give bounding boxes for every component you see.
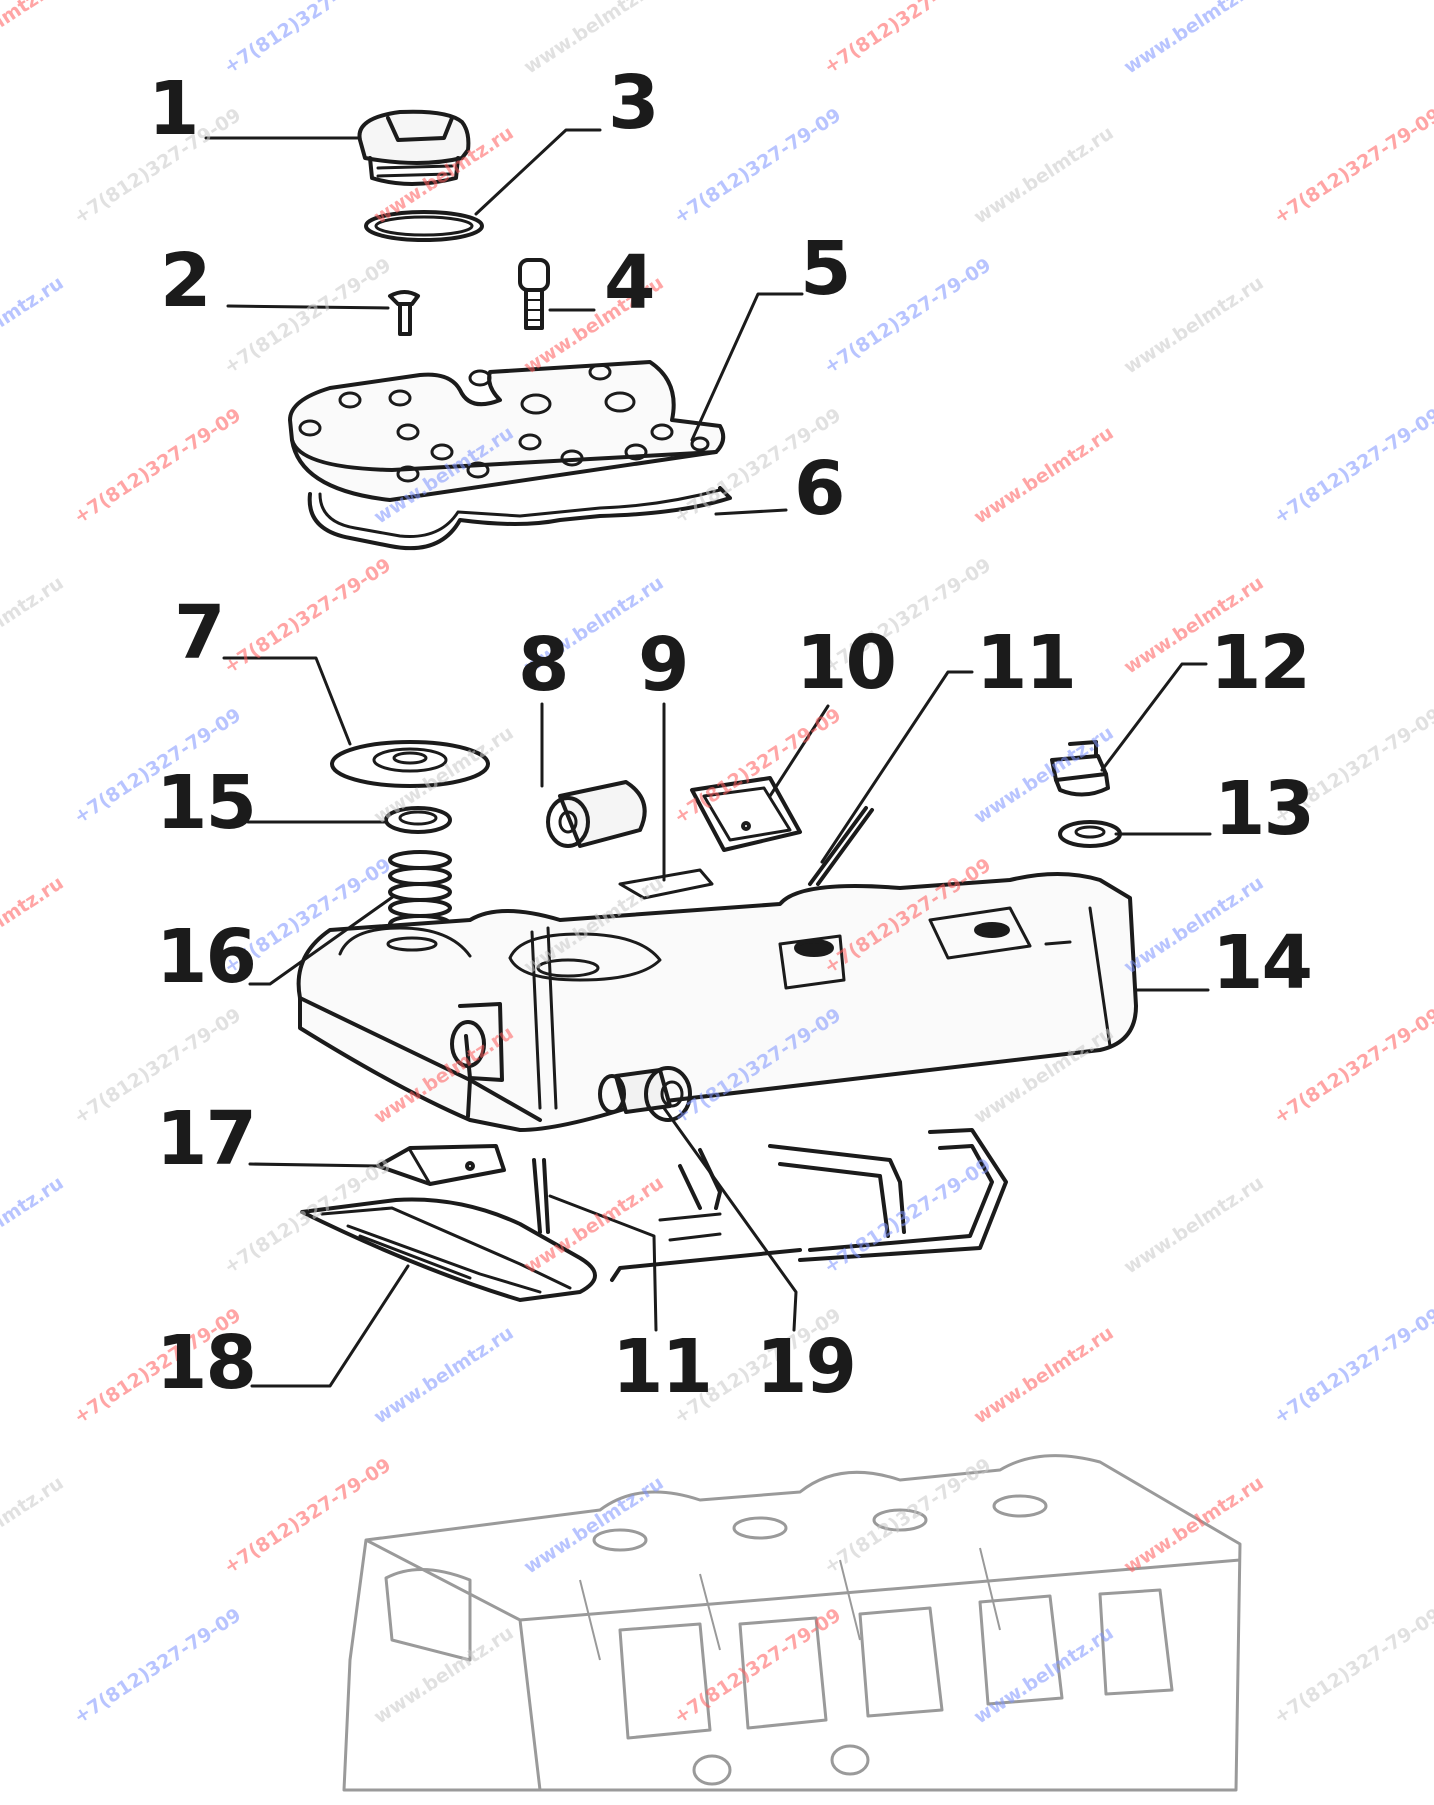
callout-10: 10 (796, 620, 897, 706)
part-11-pin-top (808, 806, 874, 886)
callout-3: 3 (608, 60, 659, 146)
callout-14: 14 (1212, 920, 1313, 1006)
part-7-diaphragm (330, 740, 490, 788)
callout-8: 8 (518, 622, 569, 708)
part-15-washer (384, 806, 452, 834)
callout-7: 7 (174, 590, 225, 676)
callout-2: 2 (160, 238, 211, 324)
leader-lines (204, 128, 1212, 1388)
callout-11-top: 11 (976, 620, 1077, 706)
cylinder-head-ghost (342, 1454, 1242, 1792)
callout-19: 19 (756, 1324, 857, 1410)
part-9-small-plate (618, 868, 714, 900)
part-17-wedge-plate (376, 1144, 506, 1186)
callout-9: 9 (638, 622, 689, 708)
part-6-gasket (307, 486, 732, 551)
part-8-bushing (546, 780, 647, 848)
lower-gasket-frame (610, 1128, 1008, 1282)
part-16-spring (388, 850, 452, 934)
part-1-filler-cap (357, 109, 471, 186)
part-13-washer (1058, 820, 1122, 848)
callout-6: 6 (794, 446, 845, 532)
callout-15: 15 (156, 760, 257, 846)
callout-13: 13 (1214, 766, 1315, 852)
callout-5: 5 (800, 226, 851, 312)
callout-18: 18 (156, 1320, 257, 1406)
callout-1: 1 (148, 66, 199, 152)
part-3-o-ring (364, 210, 484, 242)
part-14-valve-housing (296, 872, 1138, 1132)
part-12-plug (1050, 740, 1110, 797)
part-10-square-plate (690, 776, 802, 852)
callout-17: 17 (156, 1096, 257, 1182)
part-18-gasket-plate (300, 1197, 597, 1302)
callout-4: 4 (604, 240, 655, 326)
part-11-pin-lower (532, 1158, 550, 1234)
callout-16: 16 (156, 914, 257, 1000)
part-19-fitting (598, 1066, 692, 1122)
part-5-cover-plate (288, 360, 726, 502)
callout-12: 12 (1210, 620, 1311, 706)
callout-11-lower: 11 (612, 1324, 713, 1410)
part-2-screw (388, 290, 420, 336)
part-4-bolt (518, 258, 550, 330)
